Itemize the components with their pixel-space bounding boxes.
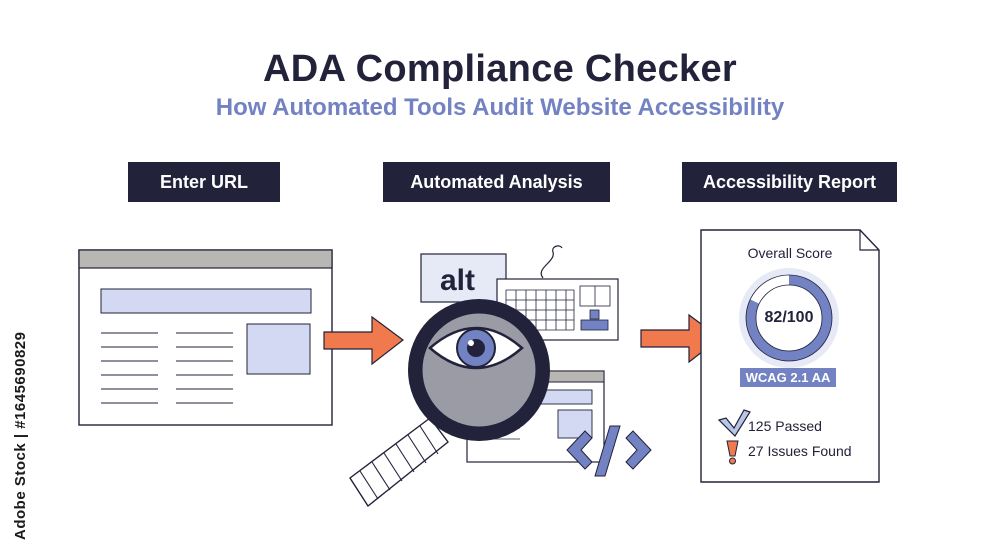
page-subtitle: How Automated Tools Audit Website Access… <box>215 94 785 121</box>
stock-watermark: Adobe Stock | #1645690829 <box>12 331 29 540</box>
step-label-accessibility-report: Accessibility Report <box>682 162 897 202</box>
overall-score-label: Overall Score <box>747 245 833 261</box>
step-label-automated-analysis: Automated Analysis <box>383 162 610 202</box>
issues-count: 27 Issues Found <box>748 443 852 459</box>
page-title: ADA Compliance Checker <box>263 48 737 90</box>
browser-window-icon <box>78 249 333 426</box>
score-value: 82/100 <box>764 309 814 326</box>
code-icon <box>566 425 652 477</box>
alt-tag-icon <box>420 253 507 303</box>
alt-tag-label: alt <box>440 264 475 297</box>
step-label-enter-url: Enter URL <box>128 162 280 202</box>
arrow-right-icon <box>323 315 404 366</box>
checkmark-icon <box>717 409 751 437</box>
eye-icon <box>428 326 524 370</box>
passed-count: 125 Passed <box>748 418 822 434</box>
score-gauge-fill <box>746 275 832 361</box>
wcag-badge: WCAG 2.1 AA <box>740 368 836 387</box>
exclamation-icon <box>726 440 739 465</box>
score-gauge <box>739 268 839 368</box>
